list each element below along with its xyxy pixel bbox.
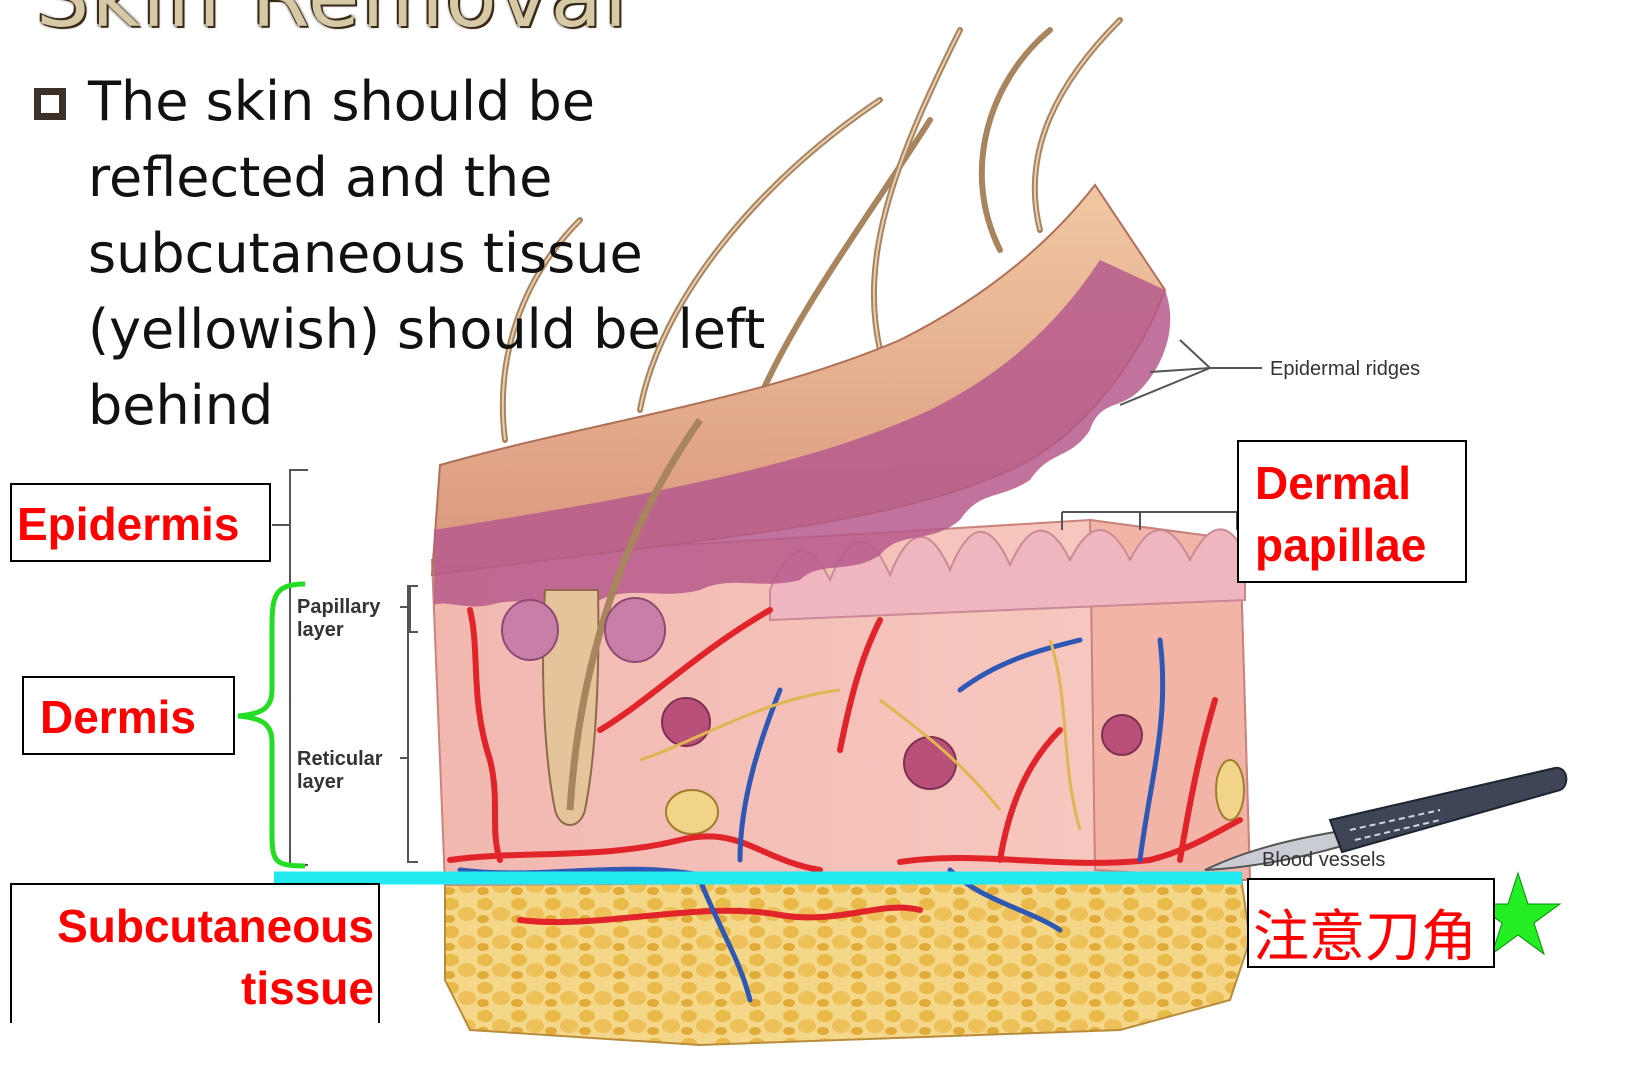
label-blood-vessels: Blood vessels bbox=[1262, 849, 1385, 872]
label-epidermis: Epidermis bbox=[10, 483, 271, 562]
scalpel-icon bbox=[1205, 768, 1566, 870]
label-subcutaneous-tissue: Subcutaneous tissue bbox=[10, 883, 380, 1023]
label-subcutaneous-line1: Subcutaneous bbox=[20, 895, 374, 957]
label-blade-angle-text: 注意刀角 bbox=[1253, 905, 1477, 970]
papillary-line1: Papillary bbox=[297, 596, 380, 619]
reticular-line1: Reticular bbox=[297, 748, 383, 771]
label-dermis: Dermis bbox=[22, 676, 235, 755]
dermis-brace bbox=[238, 584, 305, 866]
label-subcutaneous-line2: tissue bbox=[20, 957, 374, 1019]
bullet-text: The skin should be reflected and the sub… bbox=[88, 64, 848, 444]
label-dermis-text: Dermis bbox=[40, 691, 196, 743]
label-papillary-layer: Papillary layer bbox=[297, 596, 380, 642]
reticular-line2: layer bbox=[297, 771, 383, 794]
papillary-line2: layer bbox=[297, 619, 380, 642]
subcutaneous-fat-layer bbox=[445, 870, 1250, 1045]
label-epidermis-text: Epidermis bbox=[17, 498, 239, 550]
label-reticular-layer: Reticular layer bbox=[297, 748, 383, 794]
label-blade-angle-note: 注意刀角 bbox=[1247, 878, 1495, 968]
label-dermal-papillae: Dermal papillae bbox=[1237, 440, 1467, 583]
label-dermal-line1: Dermal bbox=[1255, 452, 1465, 514]
label-dermal-line2: papillae bbox=[1255, 514, 1465, 576]
label-epidermal-ridges: Epidermal ridges bbox=[1270, 358, 1420, 381]
